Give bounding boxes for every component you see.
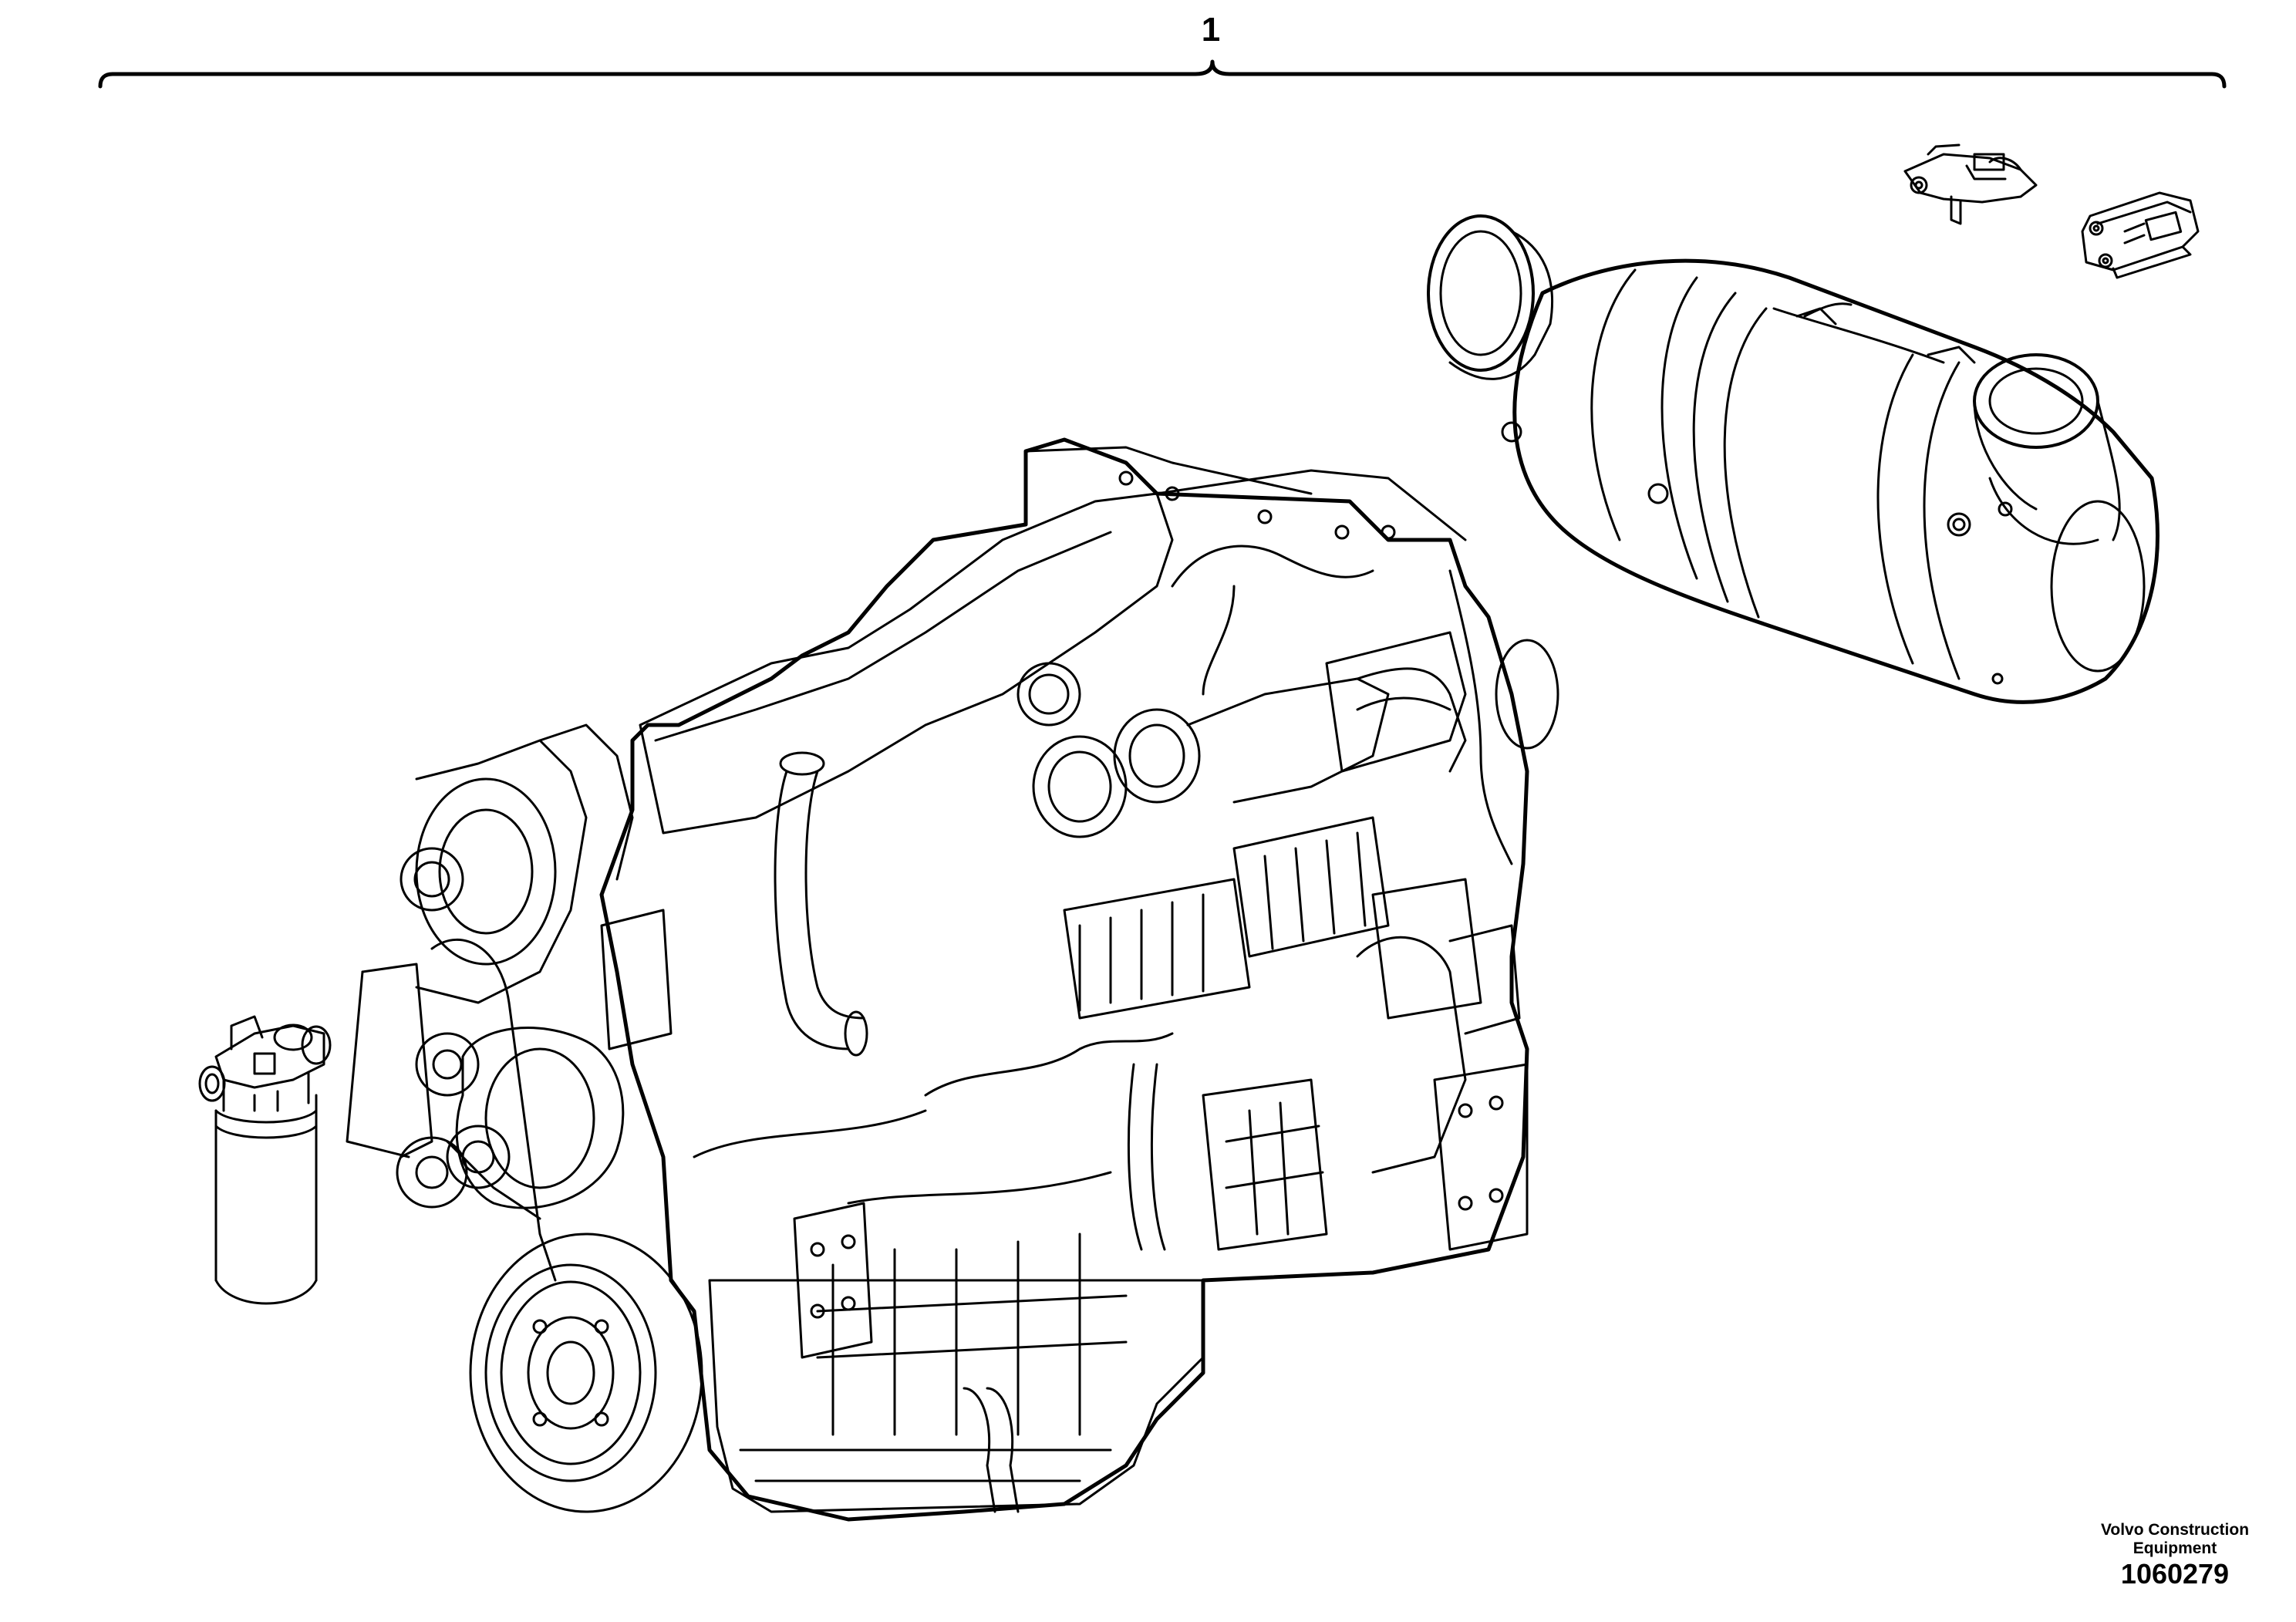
publisher-line-2: Equipment — [2132, 1539, 2217, 1557]
fuel-filter — [198, 1015, 332, 1305]
exhaust-aftertreatment-unit — [1427, 214, 2159, 704]
publisher-label: Volvo Construction Equipment — [2082, 1521, 2267, 1558]
control-module — [2081, 191, 2200, 279]
sensor-part — [1903, 143, 2038, 225]
callout-brace — [98, 59, 2227, 89]
callout-number: 1 — [1201, 11, 1221, 49]
engine-assembly — [346, 437, 1559, 1522]
drawing-number: 1060279 — [2120, 1558, 2230, 1590]
publisher-line-1: Volvo Construction — [2100, 1521, 2250, 1539]
